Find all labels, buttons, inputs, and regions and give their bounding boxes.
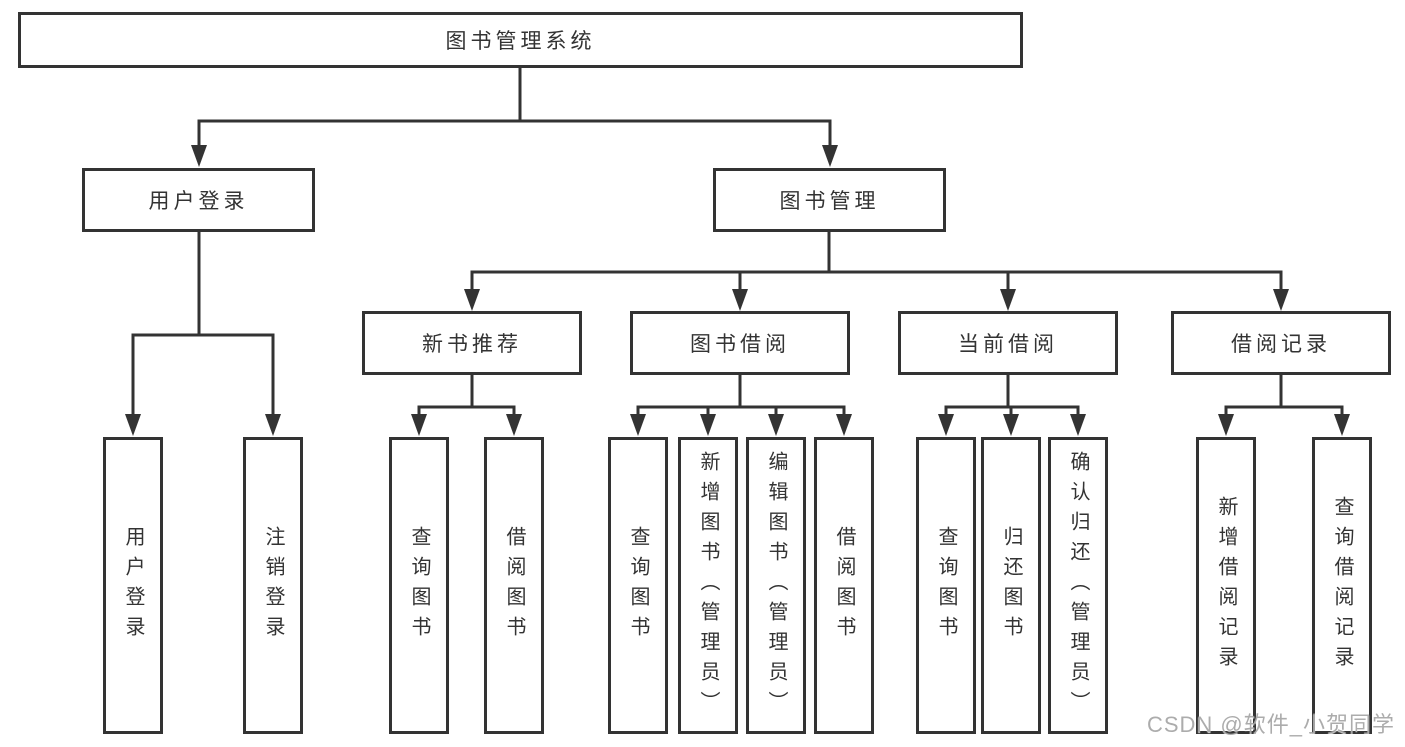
connector-borrowing-records [1224, 373, 1344, 419]
arrow-down-icon [1218, 414, 1234, 436]
node-label: 查询图书 [935, 525, 957, 646]
leaf-query-books-borrowing: 查询图书 [608, 437, 668, 734]
arrow-down-icon [836, 414, 852, 436]
node-label: 注销登录 [262, 525, 284, 646]
node-user-login: 用户登录 [82, 168, 315, 232]
arrow-down-icon [1000, 289, 1016, 311]
arrowheads [125, 145, 1350, 436]
arrow-down-icon [125, 414, 141, 436]
arrow-down-icon [506, 414, 522, 436]
connector-user-login [131, 230, 275, 419]
node-label: 借阅记录 [1231, 333, 1331, 356]
node-label: 新增图书（管理员） [697, 450, 719, 721]
arrow-down-icon [768, 414, 784, 436]
connector-book-management [470, 230, 1283, 293]
arrow-down-icon [1003, 414, 1019, 436]
node-label: 用户登录 [122, 525, 144, 646]
leaf-query-books-recommend: 查询图书 [389, 437, 449, 734]
connector-current-borrowing [944, 373, 1080, 419]
node-library-system: 图书管理系统 [18, 12, 1023, 68]
arrow-down-icon [732, 289, 748, 311]
node-book-management: 图书管理 [713, 168, 946, 232]
node-label: 借阅图书 [833, 525, 855, 646]
arrow-down-icon [630, 414, 646, 436]
node-new-book-recommendation: 新书推荐 [362, 311, 582, 375]
arrow-down-icon [1334, 414, 1350, 436]
node-label: 归还图书 [1000, 525, 1022, 646]
leaf-borrow-books: 借阅图书 [814, 437, 874, 734]
node-label: 查询图书 [627, 525, 649, 646]
node-label: 确认归还（管理员） [1067, 450, 1089, 721]
arrow-down-icon [700, 414, 716, 436]
connector-root [197, 66, 832, 149]
node-label: 查询借阅记录 [1331, 495, 1353, 676]
node-current-borrowing: 当前借阅 [898, 311, 1118, 375]
leaf-add-books-admin: 新增图书（管理员） [678, 437, 738, 734]
watermark: CSDN @软件_小贺同学 [1146, 712, 1395, 737]
leaf-user-login: 用户登录 [103, 437, 163, 734]
node-borrowing-records: 借阅记录 [1171, 311, 1391, 375]
node-label: 用户登录 [148, 190, 249, 213]
node-label: 新增借阅记录 [1215, 495, 1237, 676]
node-label: 图书管理系统 [445, 30, 596, 53]
leaf-logout: 注销登录 [243, 437, 303, 734]
connector-book-borrowing [636, 373, 846, 419]
node-label: 查询图书 [408, 525, 430, 646]
arrow-down-icon [1273, 289, 1289, 311]
arrow-down-icon [1070, 414, 1086, 436]
node-label: 当前借阅 [958, 333, 1058, 356]
node-book-borrowing: 图书借阅 [630, 311, 850, 375]
leaf-query-books-current: 查询图书 [916, 437, 976, 734]
leaf-query-borrow-record: 查询借阅记录 [1312, 437, 1372, 734]
arrow-down-icon [464, 289, 480, 311]
node-label: 借阅图书 [503, 525, 525, 646]
node-label: 图书借阅 [690, 333, 790, 356]
leaf-borrow-books-recommend: 借阅图书 [484, 437, 544, 734]
arrow-down-icon [411, 414, 427, 436]
arrow-down-icon [191, 145, 207, 167]
leaf-add-borrow-record: 新增借阅记录 [1196, 437, 1256, 734]
leaf-return-books: 归还图书 [981, 437, 1041, 734]
leaf-edit-books-admin: 编辑图书（管理员） [746, 437, 806, 734]
arrow-down-icon [265, 414, 281, 436]
connector-new-book-recommendation [417, 373, 516, 419]
node-label: 新书推荐 [422, 333, 522, 356]
node-label: 图书管理 [779, 190, 880, 213]
leaf-confirm-return-admin: 确认归还（管理员） [1048, 437, 1108, 734]
arrow-down-icon [822, 145, 838, 167]
connector-paths [131, 66, 1344, 419]
arrow-down-icon [938, 414, 954, 436]
node-label: 编辑图书（管理员） [765, 450, 787, 721]
